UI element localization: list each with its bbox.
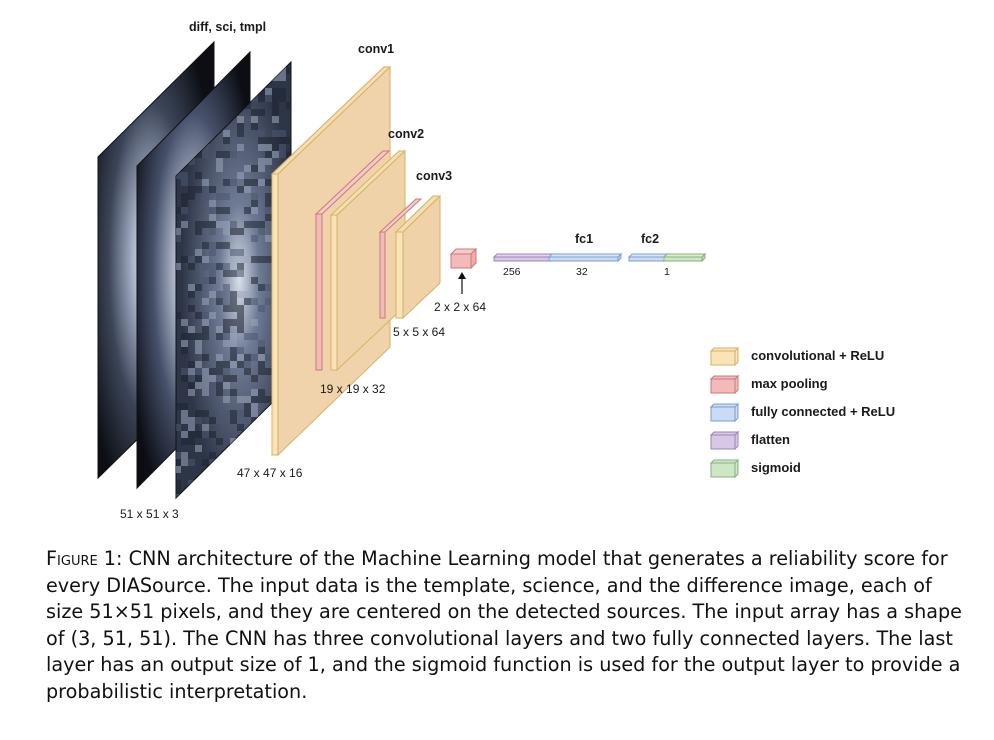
fc1-label: fc1 xyxy=(575,232,593,246)
legend-swatch-flatten xyxy=(709,430,740,451)
figure-label: Figure 1: xyxy=(46,547,123,570)
conv1-label: conv1 xyxy=(358,42,394,56)
conv3-block xyxy=(394,194,442,320)
input-dim: 51 x 51 x 3 xyxy=(120,507,179,521)
input-image-stack xyxy=(97,40,292,500)
conv3-label: conv3 xyxy=(416,169,452,183)
fc2-dim: 1 xyxy=(664,266,670,278)
conv2-label: conv2 xyxy=(388,127,424,141)
fc1-bar xyxy=(547,252,623,263)
fc2-label: fc2 xyxy=(641,232,659,246)
cnn-architecture-diagram: diff, sci, tmpl 51 x 51 x 3 conv1 47 x 4… xyxy=(97,20,895,521)
legend-label-pool: max pooling xyxy=(751,376,828,391)
pool-dim: 2 x 2 x 64 xyxy=(434,300,486,314)
conv2-dim: 19 x 19 x 32 xyxy=(320,382,386,396)
legend: convolutional + ReLU max pooling fully c… xyxy=(709,346,895,479)
pool-arrow xyxy=(458,272,466,294)
legend-label-flatten: flatten xyxy=(751,432,790,447)
legend-item-flatten: flatten xyxy=(709,430,790,451)
flatten-bar xyxy=(492,252,556,263)
legend-swatch-fc xyxy=(709,402,740,423)
fc1-dim: 32 xyxy=(576,266,588,278)
legend-label-fc: fully connected + ReLU xyxy=(751,404,895,419)
flatten-dim: 256 xyxy=(503,266,521,278)
legend-item-pool: max pooling xyxy=(709,374,828,395)
legend-swatch-conv xyxy=(709,346,740,367)
caption-text: CNN architecture of the Machine Learning… xyxy=(46,547,962,703)
sigmoid-bar xyxy=(662,252,707,263)
legend-swatch-sigmoid xyxy=(709,458,740,479)
figure-caption: Figure 1: CNN architecture of the Machin… xyxy=(46,546,966,705)
legend-item-conv: convolutional + ReLU xyxy=(709,346,884,367)
fc2-bar xyxy=(627,252,669,263)
input-label: diff, sci, tmpl xyxy=(189,20,266,34)
pool3-block xyxy=(449,247,478,270)
legend-item-fc: fully connected + ReLU xyxy=(709,402,895,423)
pool1-block xyxy=(314,150,391,371)
legend-item-sigmoid: sigmoid xyxy=(709,458,801,479)
conv3-dim: 5 x 5 x 64 xyxy=(393,325,445,339)
legend-label-conv: convolutional + ReLU xyxy=(751,348,884,363)
pool2-block xyxy=(378,198,423,319)
legend-label-sigmoid: sigmoid xyxy=(751,460,801,475)
conv1-dim: 47 x 47 x 16 xyxy=(237,466,303,480)
legend-swatch-pool xyxy=(709,374,740,395)
